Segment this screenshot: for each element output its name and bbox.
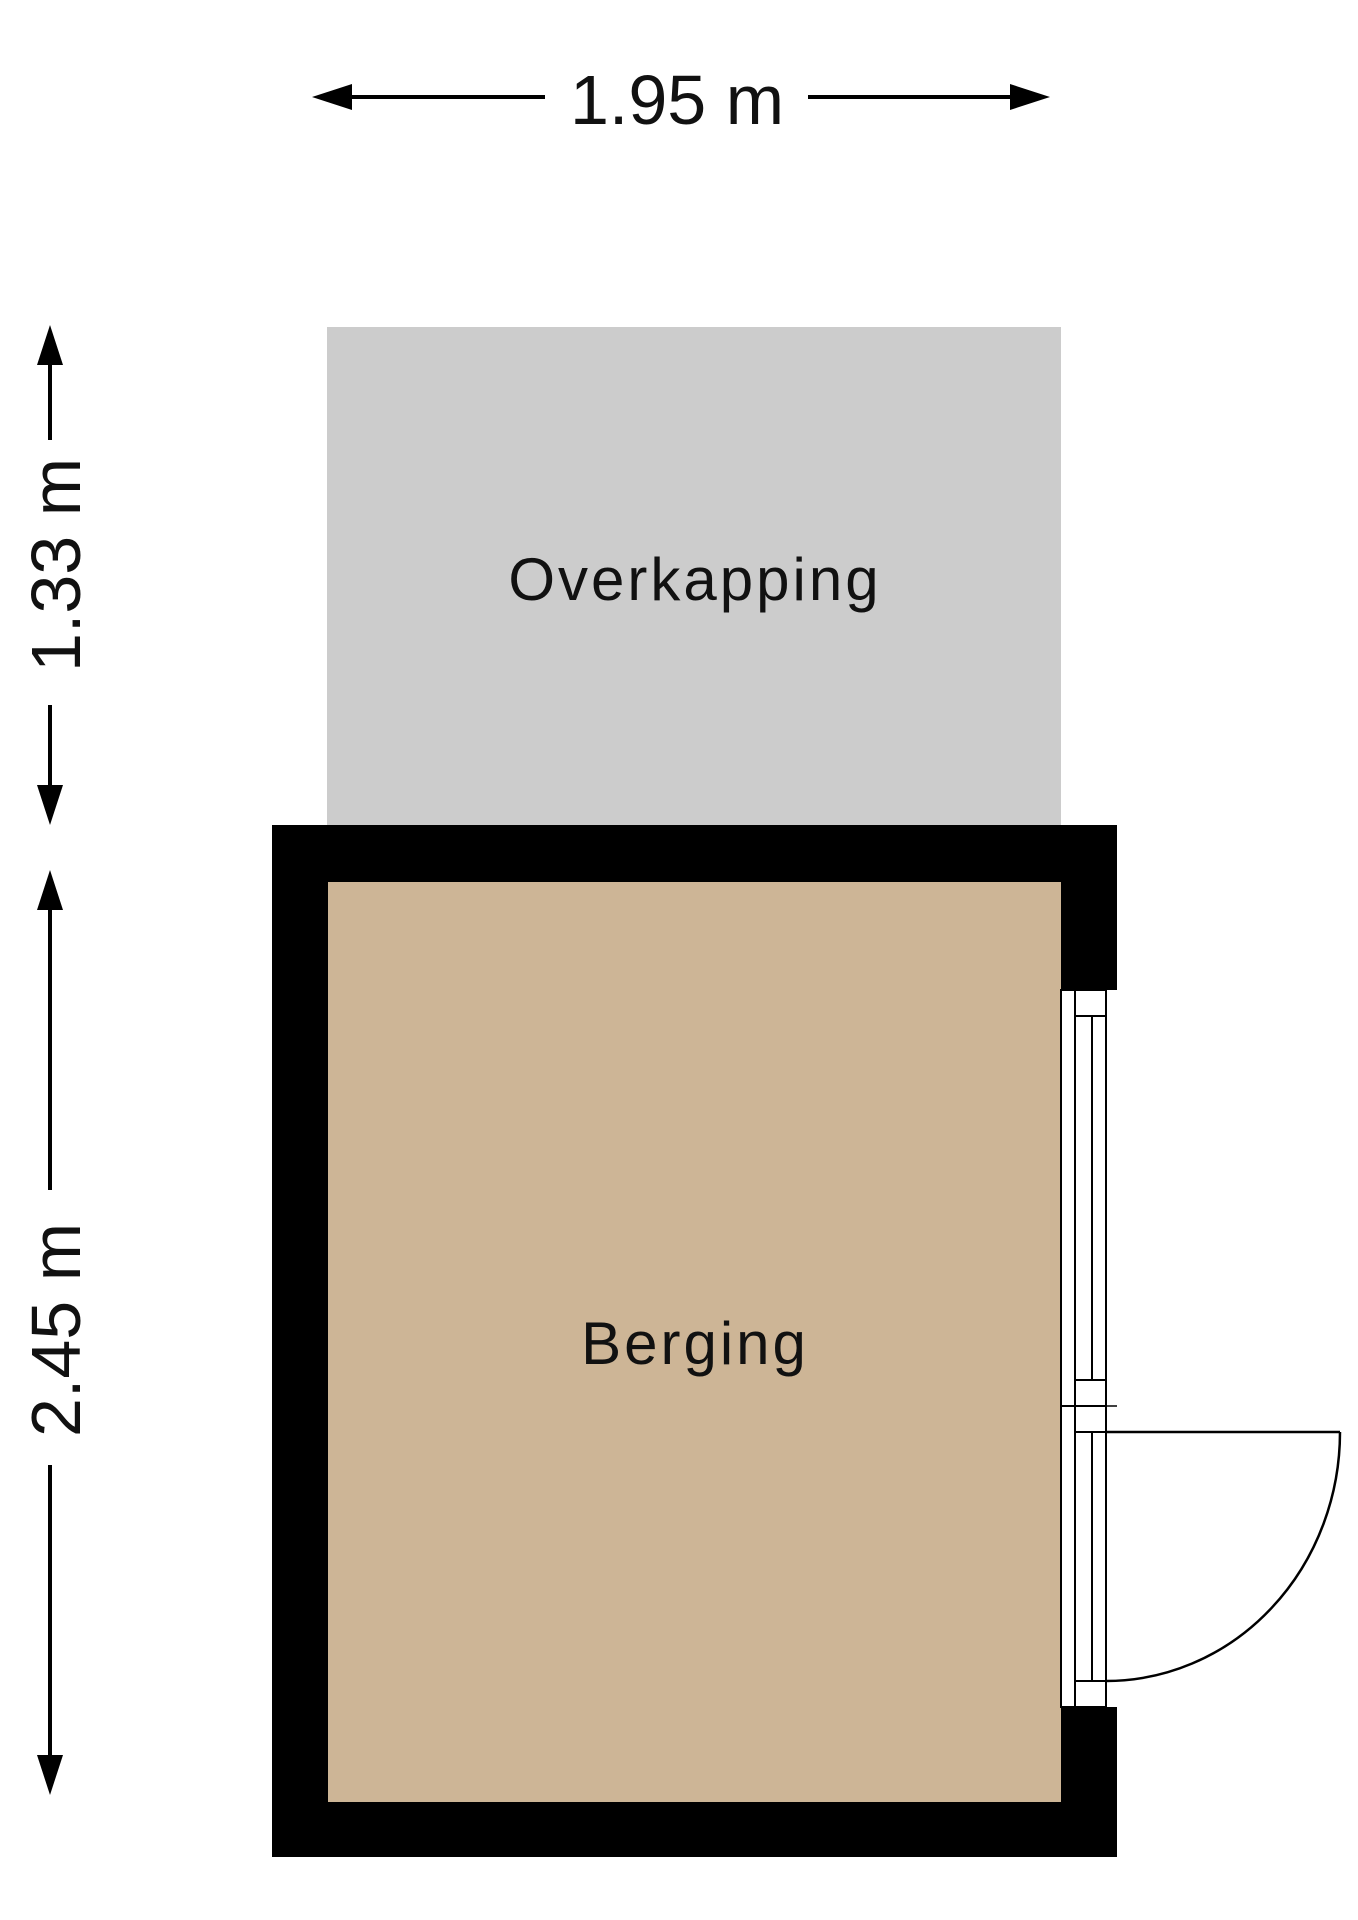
door-swing-arc <box>1105 1431 1342 1683</box>
window-head <box>1074 989 1107 1017</box>
berging-height-arrow-top <box>37 870 63 910</box>
wall-top <box>272 825 1117 882</box>
berging-height-dimension: 2.45 m <box>17 870 95 1795</box>
berging-height-arrow-bottom <box>37 1755 63 1795</box>
overkapping-height-arrow-top <box>37 325 63 365</box>
berging-label: Berging <box>581 1310 809 1377</box>
berging-walls <box>272 825 1117 1857</box>
width-dimension-label: 1.95 m <box>570 61 784 139</box>
overkapping-height-dimension: 1.33 m <box>17 325 95 825</box>
overkapping-label: Overkapping <box>508 546 881 613</box>
overkapping-height-arrow-bottom <box>37 785 63 825</box>
door-frame <box>1060 1405 1107 1708</box>
wall-left <box>272 825 328 1857</box>
overkapping-area <box>327 327 1061 827</box>
door-jamb-bottom <box>1074 1680 1107 1708</box>
door <box>1060 1405 1342 1708</box>
berging-height-label: 2.45 m <box>17 1223 95 1437</box>
window-frame <box>1060 989 1107 1407</box>
door-jamb-top <box>1074 1405 1107 1433</box>
wall-right-lower <box>1061 1707 1117 1857</box>
width-arrow-right <box>1010 84 1050 110</box>
overkapping-height-label: 1.33 m <box>17 458 95 672</box>
berging-floor <box>328 882 1061 1802</box>
window <box>1060 989 1117 1407</box>
window-sill <box>1074 1379 1107 1407</box>
wall-right-upper <box>1061 825 1117 990</box>
width-arrow-left <box>312 84 352 110</box>
wall-bottom <box>272 1802 1117 1857</box>
width-dimension: 1.95 m <box>312 61 1050 139</box>
